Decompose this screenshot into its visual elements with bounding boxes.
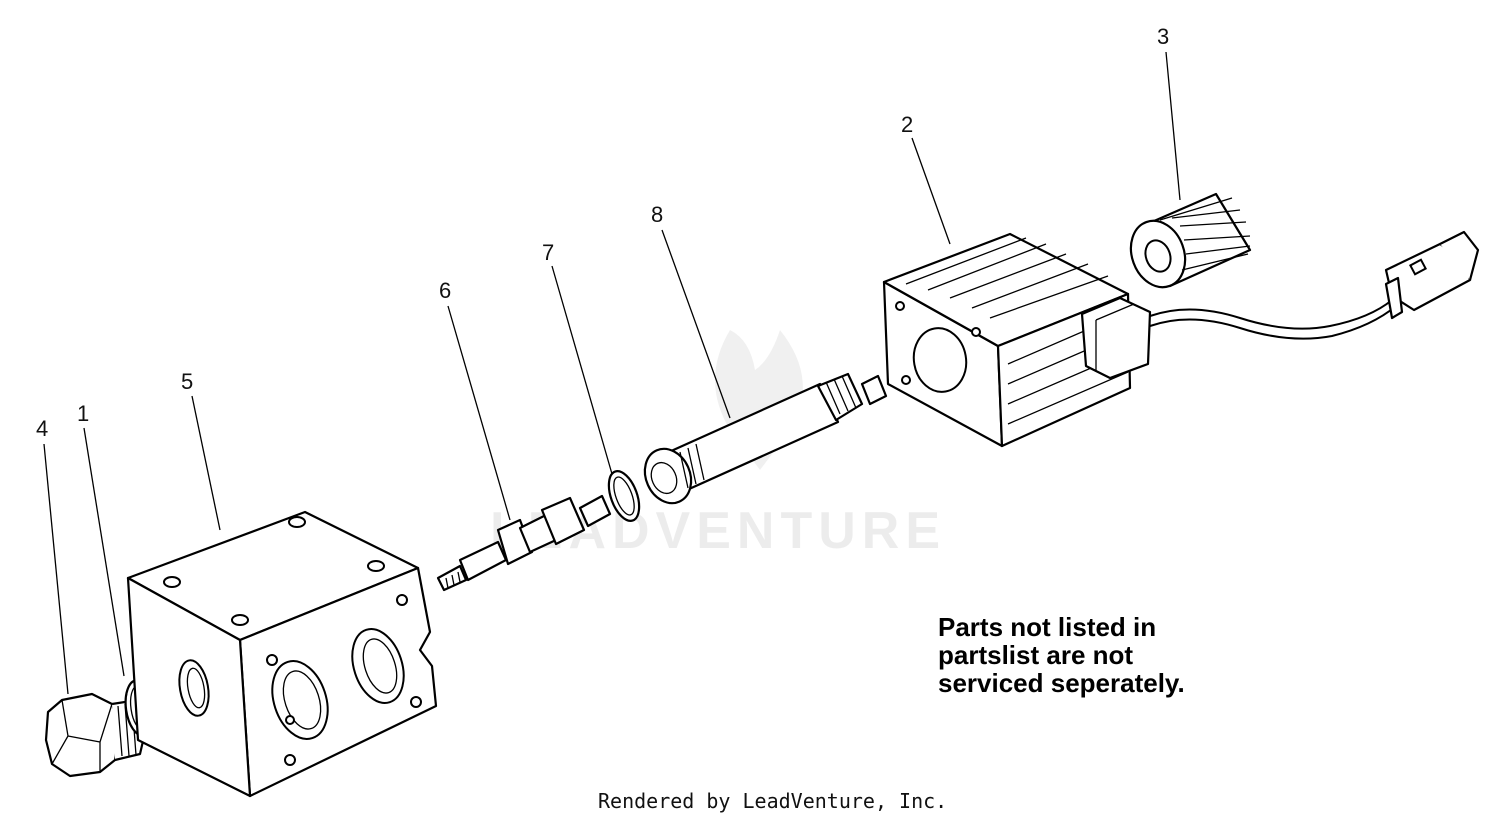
part-7-o-ring xyxy=(607,470,641,522)
leader-lines xyxy=(43,51,1181,695)
callout-8: 8 xyxy=(651,202,663,227)
callout-6: 6 xyxy=(439,278,451,303)
part-3-coil-nut xyxy=(1129,192,1480,340)
callout-1: 1 xyxy=(77,401,89,426)
callout-7: 7 xyxy=(542,240,554,265)
part-6-valve-cartridge xyxy=(436,494,612,592)
part-2-solenoid-coil xyxy=(882,232,1152,448)
note-line-3: serviced seperately. xyxy=(938,668,1185,698)
callout-3: 3 xyxy=(1157,24,1169,49)
part-8-solenoid-tube xyxy=(643,372,888,505)
note-line-2: partslist are not xyxy=(938,640,1133,670)
callout-2: 2 xyxy=(901,112,913,137)
service-note: Parts not listed in partslist are not se… xyxy=(938,612,1185,698)
callout-5: 5 xyxy=(181,369,193,394)
render-credit: Rendered by LeadVenture, Inc. xyxy=(598,789,947,813)
callout-4: 4 xyxy=(36,416,48,441)
note-line-1: Parts not listed in xyxy=(938,612,1156,642)
part-5-valve-block xyxy=(126,510,438,798)
